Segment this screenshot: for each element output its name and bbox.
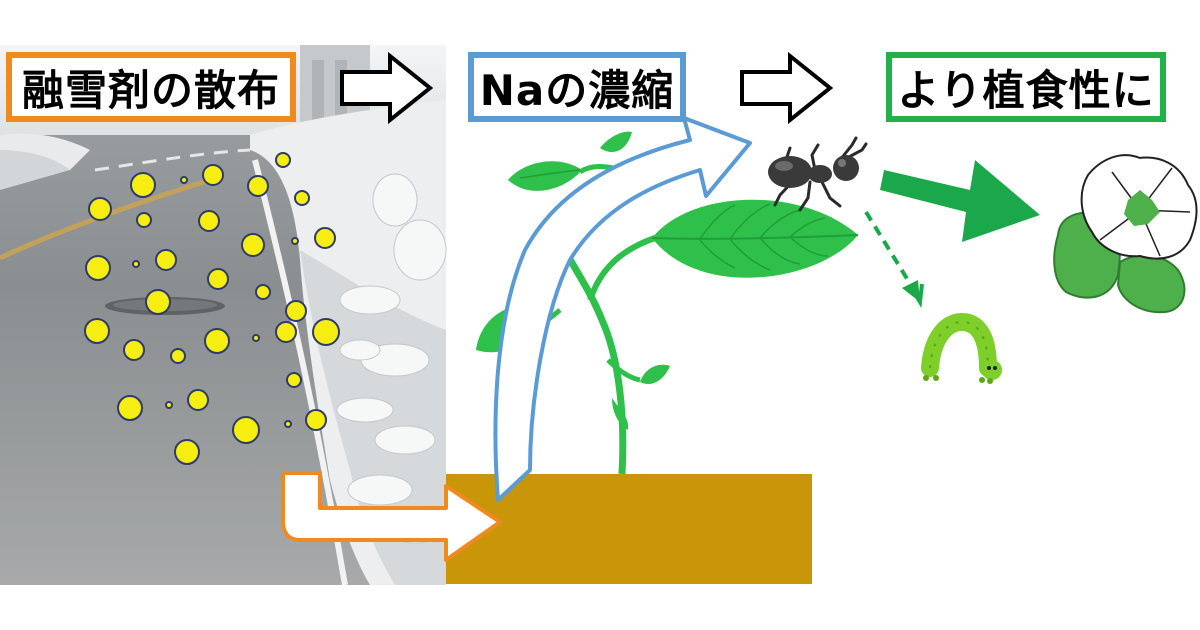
salt-particle xyxy=(155,249,177,271)
salt-particle xyxy=(204,328,230,354)
salt-particle xyxy=(305,409,327,431)
salt-particle xyxy=(165,401,173,409)
salt-particle xyxy=(88,197,112,221)
salt-particle xyxy=(285,300,307,322)
label-sodium-concentration-text: Naの濃縮 xyxy=(479,65,675,115)
salt-particle xyxy=(117,395,143,421)
salt-particle xyxy=(284,420,292,428)
salt-particle xyxy=(180,176,188,184)
ant-icon xyxy=(768,136,868,212)
salt-particles xyxy=(84,152,340,465)
salt-particle xyxy=(145,289,171,315)
salt-particle xyxy=(202,164,224,186)
salt-particle xyxy=(314,227,336,249)
label-salt-spreading: 融雪剤の散布 xyxy=(6,52,296,122)
salt-particle xyxy=(241,233,265,257)
label-sodium-concentration: Naの濃縮 xyxy=(468,52,686,122)
salt-particle xyxy=(132,260,140,268)
salt-particle xyxy=(275,321,297,343)
label-salt-spreading-text: 融雪剤の散布 xyxy=(21,65,280,115)
salt-particle xyxy=(207,268,229,290)
salt-particle xyxy=(291,237,299,245)
salt-particle xyxy=(123,339,145,361)
salt-particle xyxy=(85,255,111,281)
salt-particle xyxy=(174,439,200,465)
predation-dashed-arrow xyxy=(864,210,924,308)
salt-particle xyxy=(136,212,152,228)
label-more-herbivory-text: より植食性に xyxy=(897,65,1155,115)
salt-particle xyxy=(130,172,156,198)
uptake-arrow xyxy=(493,116,752,502)
salt-particle xyxy=(170,348,186,364)
salt-particle xyxy=(294,190,310,206)
salt-particle xyxy=(286,372,302,388)
salt-particle xyxy=(84,318,110,344)
label-more-herbivory: より植食性に xyxy=(886,52,1166,122)
flow-arrow-1 xyxy=(340,51,434,125)
salt-particle xyxy=(247,175,269,197)
caterpillar-icon xyxy=(921,312,1002,384)
salt-particle xyxy=(232,416,260,444)
flower-icon xyxy=(1053,154,1198,314)
runoff-arrow xyxy=(281,471,502,562)
flow-arrow-2 xyxy=(740,51,834,125)
salt-particle xyxy=(252,334,260,342)
salt-particle xyxy=(255,284,271,300)
salt-particle xyxy=(187,389,209,411)
salt-particle xyxy=(275,152,291,168)
result-arrow xyxy=(880,160,1040,242)
salt-particle xyxy=(198,210,220,232)
plant-icon xyxy=(476,131,859,475)
salt-particle xyxy=(312,318,340,346)
road-photo xyxy=(0,45,447,586)
